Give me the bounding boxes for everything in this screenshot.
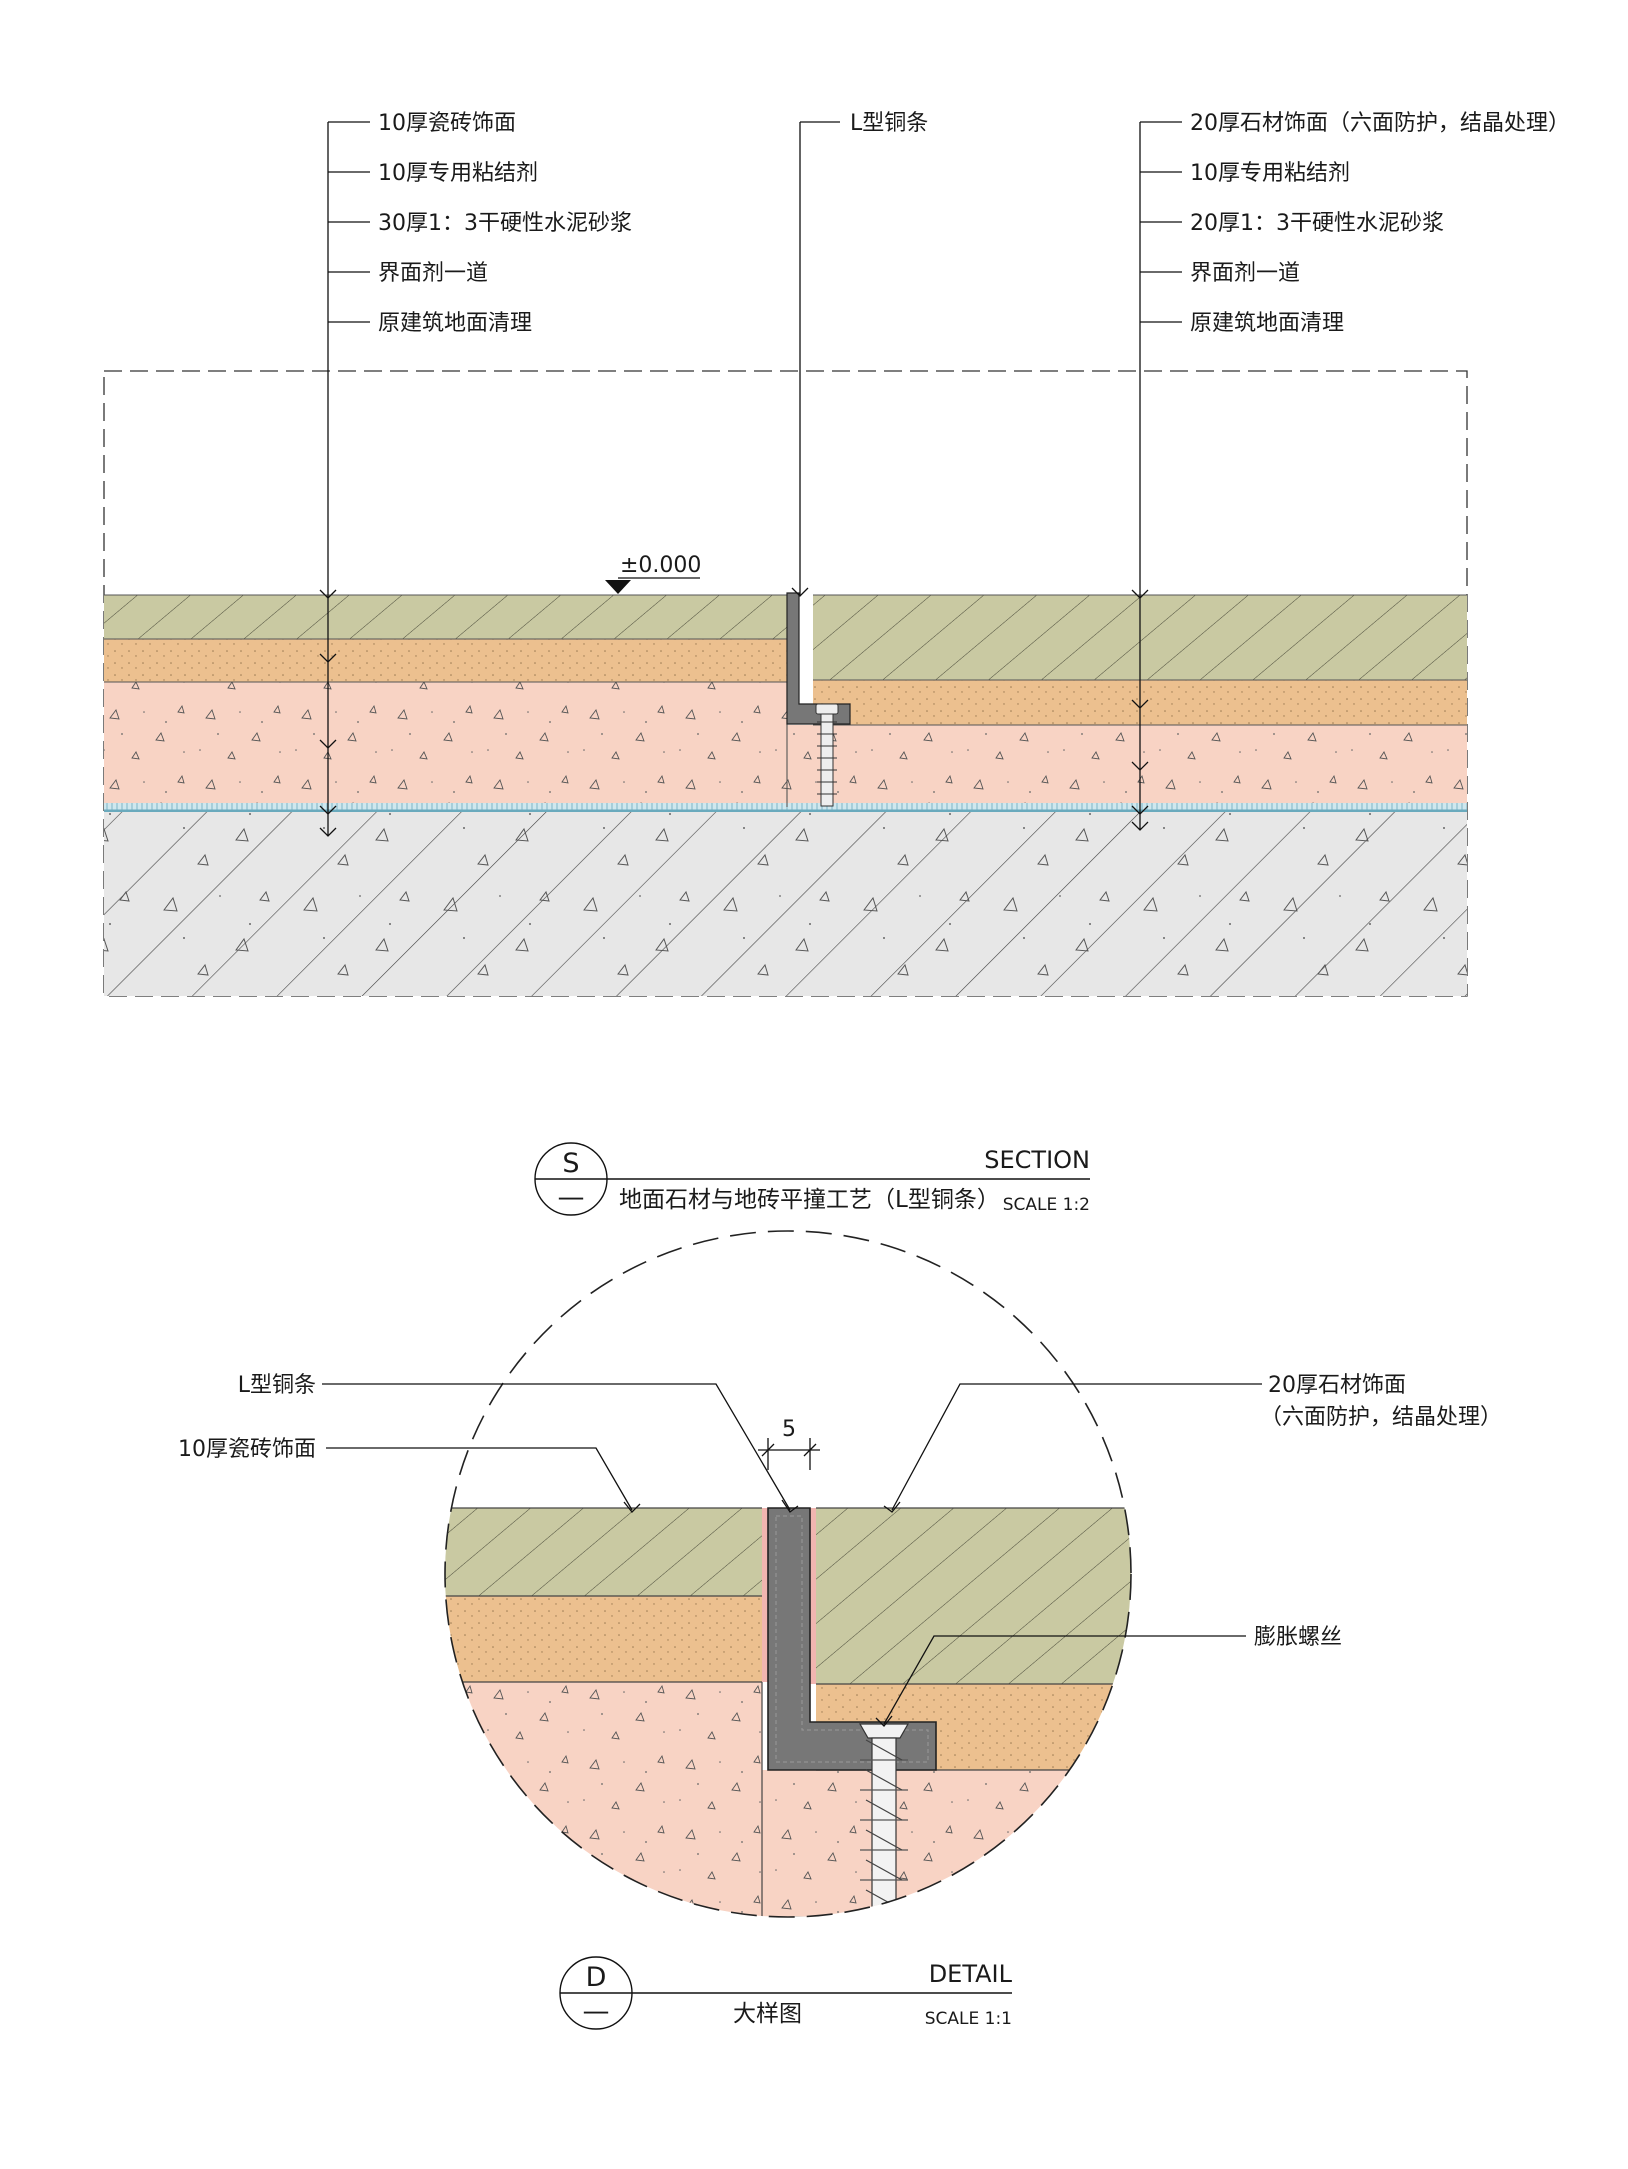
detail-label-tile: 10厚瓷砖饰面 (178, 1437, 316, 1462)
section-tag-scale: SCALE 1:2 (1003, 1195, 1090, 1215)
label-tile-interface: 界面剂一道 (378, 261, 488, 286)
detail-label-stone-1: 20厚石材饰面 (1268, 1373, 1406, 1398)
label-stone-mortar: 20厚1：3干硬性水泥砂浆 (1190, 211, 1444, 236)
detail-circle (444, 1230, 1132, 1918)
level-mark-text: ±0.000 (620, 553, 701, 578)
label-stone-interface: 界面剂一道 (1190, 261, 1300, 286)
detail-tag-scale: SCALE 1:1 (925, 2009, 1012, 2029)
expansion-screw (815, 703, 839, 807)
label-stone-base: 原建筑地面清理 (1190, 311, 1344, 336)
label-copper-strip: L型铜条 (850, 111, 928, 136)
dimension-value: 5 (782, 1417, 796, 1442)
detail-label-stone-2: （六面防护，结晶处理） (1260, 1405, 1502, 1430)
interface-membrane (104, 803, 1467, 811)
detail-tag-letter: D (586, 1962, 607, 1993)
section-tag-title: 地面石材与地砖平撞工艺（L型铜条） (619, 1187, 1000, 1213)
label-tile-adhesive: 10厚专用粘结剂 (378, 161, 538, 186)
detail-tag-name: DETAIL (929, 1960, 1013, 1988)
detail-drawing: 5 L型铜条 10厚瓷砖饰面 20厚石材饰面 （六面防护，结晶处理） 膨胀螺丝 … (178, 1230, 1502, 2030)
detail-label-copper: L型铜条 (238, 1373, 316, 1398)
section-left-labels: 10厚瓷砖饰面 10厚专用粘结剂 30厚1：3干硬性水泥砂浆 界面剂一道 原建筑… (378, 111, 632, 336)
detail-tag-sub: — (583, 1996, 610, 2027)
section-title-tag: S — SECTION 地面石材与地砖平撞工艺（L型铜条） SCALE 1:2 (534, 1142, 1090, 1216)
section-tag-sub: — (558, 1182, 585, 1213)
label-tile-mortar: 30厚1：3干硬性水泥砂浆 (378, 211, 632, 236)
level-mark: ±0.000 (605, 553, 701, 594)
label-tile-base: 原建筑地面清理 (378, 311, 532, 336)
l-copper-strip (786, 592, 851, 725)
label-stone-adhesive: 10厚专用粘结剂 (1190, 161, 1350, 186)
detail-l-copper-strip (767, 1507, 937, 1771)
detail-label-screw: 膨胀螺丝 (1254, 1625, 1342, 1650)
detail-tag-title: 大样图 (733, 2001, 802, 2027)
section-right-labels: 20厚石材饰面（六面防护，结晶处理） 10厚专用粘结剂 20厚1：3干硬性水泥砂… (1190, 111, 1570, 336)
dimension-5 (758, 1438, 820, 1470)
section-tag-name: SECTION (984, 1146, 1090, 1174)
section-drawing: ±0.000 10厚瓷砖饰 (103, 111, 1570, 1216)
section-tag-letter: S (562, 1148, 579, 1179)
label-tile-finish: 10厚瓷砖饰面 (378, 111, 516, 136)
label-stone-finish: 20厚石材饰面（六面防护，结晶处理） (1190, 111, 1570, 136)
detail-expansion-screw (858, 1723, 910, 1917)
detail-title-tag: D — DETAIL 大样图 SCALE 1:1 (559, 1956, 1013, 2030)
